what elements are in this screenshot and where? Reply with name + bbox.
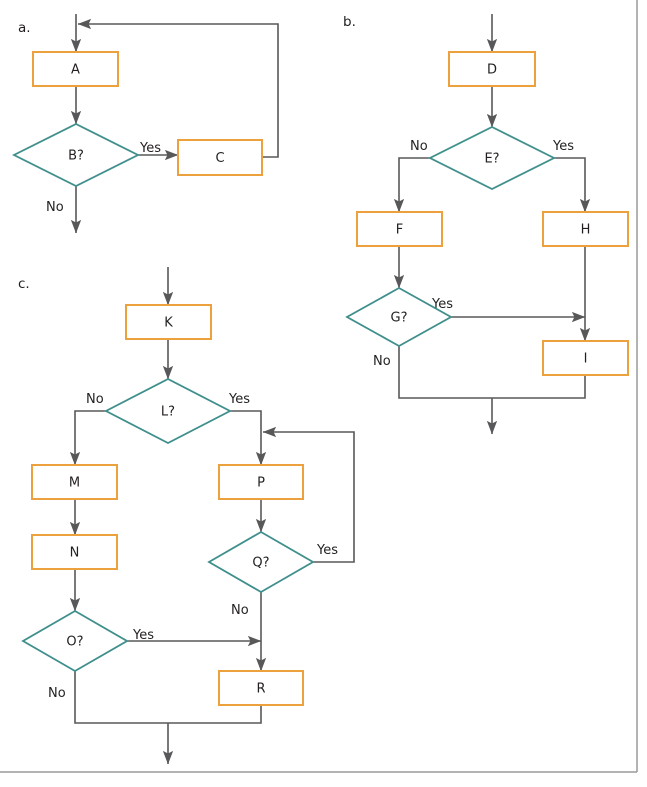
node-label-O: O? [66,635,83,650]
node-panel-c-O[interactable]: O? [21,609,129,673]
edge-label-c-L-P: Yes [228,392,250,407]
node-label-H: H [581,223,591,238]
process-box-N[interactable] [31,534,118,570]
node-label-P: P [257,476,265,491]
edge-label-b-E-F: No [410,139,428,154]
process-box-A[interactable] [32,51,119,87]
node-label-F: F [396,223,403,238]
process-box-M[interactable] [31,464,118,500]
node-panel-a-A[interactable]: A [32,51,119,87]
process-box-C[interactable] [177,139,263,176]
node-panel-b-F[interactable]: F [356,211,443,247]
node-panel-b-G[interactable]: G? [345,286,453,348]
edge-c-Q-loop [262,426,355,563]
edge-label-a-B-C: Yes [139,141,161,156]
process-box-R[interactable] [218,670,304,706]
node-label-A: A [71,63,80,78]
node-panel-b-D[interactable]: D [448,51,536,87]
node-label-K: K [164,316,173,331]
process-box-P[interactable] [218,464,304,500]
nodes-layer: A B? C D E? F H G? I K L? M P N Q? O? R [11,51,629,706]
node-panel-c-M[interactable]: M [31,464,118,500]
node-label-R: R [256,682,265,697]
process-box-D[interactable] [448,51,536,87]
node-panel-b-I[interactable]: I [542,340,629,376]
node-label-C: C [215,151,224,166]
edge-c-L-M [69,410,106,466]
node-panel-a-B[interactable]: B? [11,122,141,188]
node-label-E: E? [484,152,499,167]
node-panel-c-N[interactable]: N [31,534,118,570]
process-box-K[interactable] [125,304,212,340]
edge-label-c-O-yes: Yes [132,628,154,643]
figure-frame [0,0,638,773]
node-panel-c-P[interactable]: P [218,464,304,500]
node-panel-c-Q[interactable]: Q? [207,530,315,594]
edge-label-c-Q-R: No [231,603,249,618]
decision-diamond-Q[interactable] [207,530,315,594]
edge-label-b-G-no: No [373,354,391,369]
decision-diamond-B[interactable] [11,122,141,188]
panel-letter-panel-a: a. [18,20,31,36]
edge-c-L-P [230,410,267,466]
panel-letter-panel-c: c. [18,276,30,292]
decision-diamond-G[interactable] [345,286,453,348]
node-panel-b-E[interactable]: E? [427,125,557,191]
node-label-I: I [584,352,588,367]
node-panel-c-R[interactable]: R [218,670,304,706]
node-label-L: L? [161,405,175,420]
process-box-H[interactable] [542,211,629,247]
node-label-N: N [70,546,80,561]
node-panel-c-L[interactable]: L? [104,377,232,445]
panel-letters-layer: a. b. c. [18,14,356,292]
edge-label-c-L-M: No [86,392,104,407]
decision-diamond-O[interactable] [21,609,129,673]
node-panel-c-K[interactable]: K [125,304,212,340]
decision-diamond-E[interactable] [427,125,557,191]
node-panel-a-C[interactable]: C [177,139,263,176]
process-box-I[interactable] [542,340,629,376]
node-label-M: M [69,476,80,491]
edge-b-E-H [554,157,591,213]
edge-label-a-B-out: No [46,200,64,215]
edge-label-c-Q-loop: Yes [316,543,338,558]
node-label-Q: Q? [252,556,269,571]
node-label-G: G? [391,311,408,326]
panel-letter-panel-b: b. [343,14,356,30]
edge-label-c-O-no: No [48,686,66,701]
node-label-D: D [487,63,497,78]
process-box-F[interactable] [356,211,443,247]
edge-b-E-F [393,157,430,213]
node-panel-b-H[interactable]: H [542,211,629,247]
edge-label-b-E-H: Yes [552,139,574,154]
edge-a-C-loop [77,18,279,158]
node-label-B: B? [68,149,84,164]
decision-diamond-L[interactable] [104,377,232,445]
